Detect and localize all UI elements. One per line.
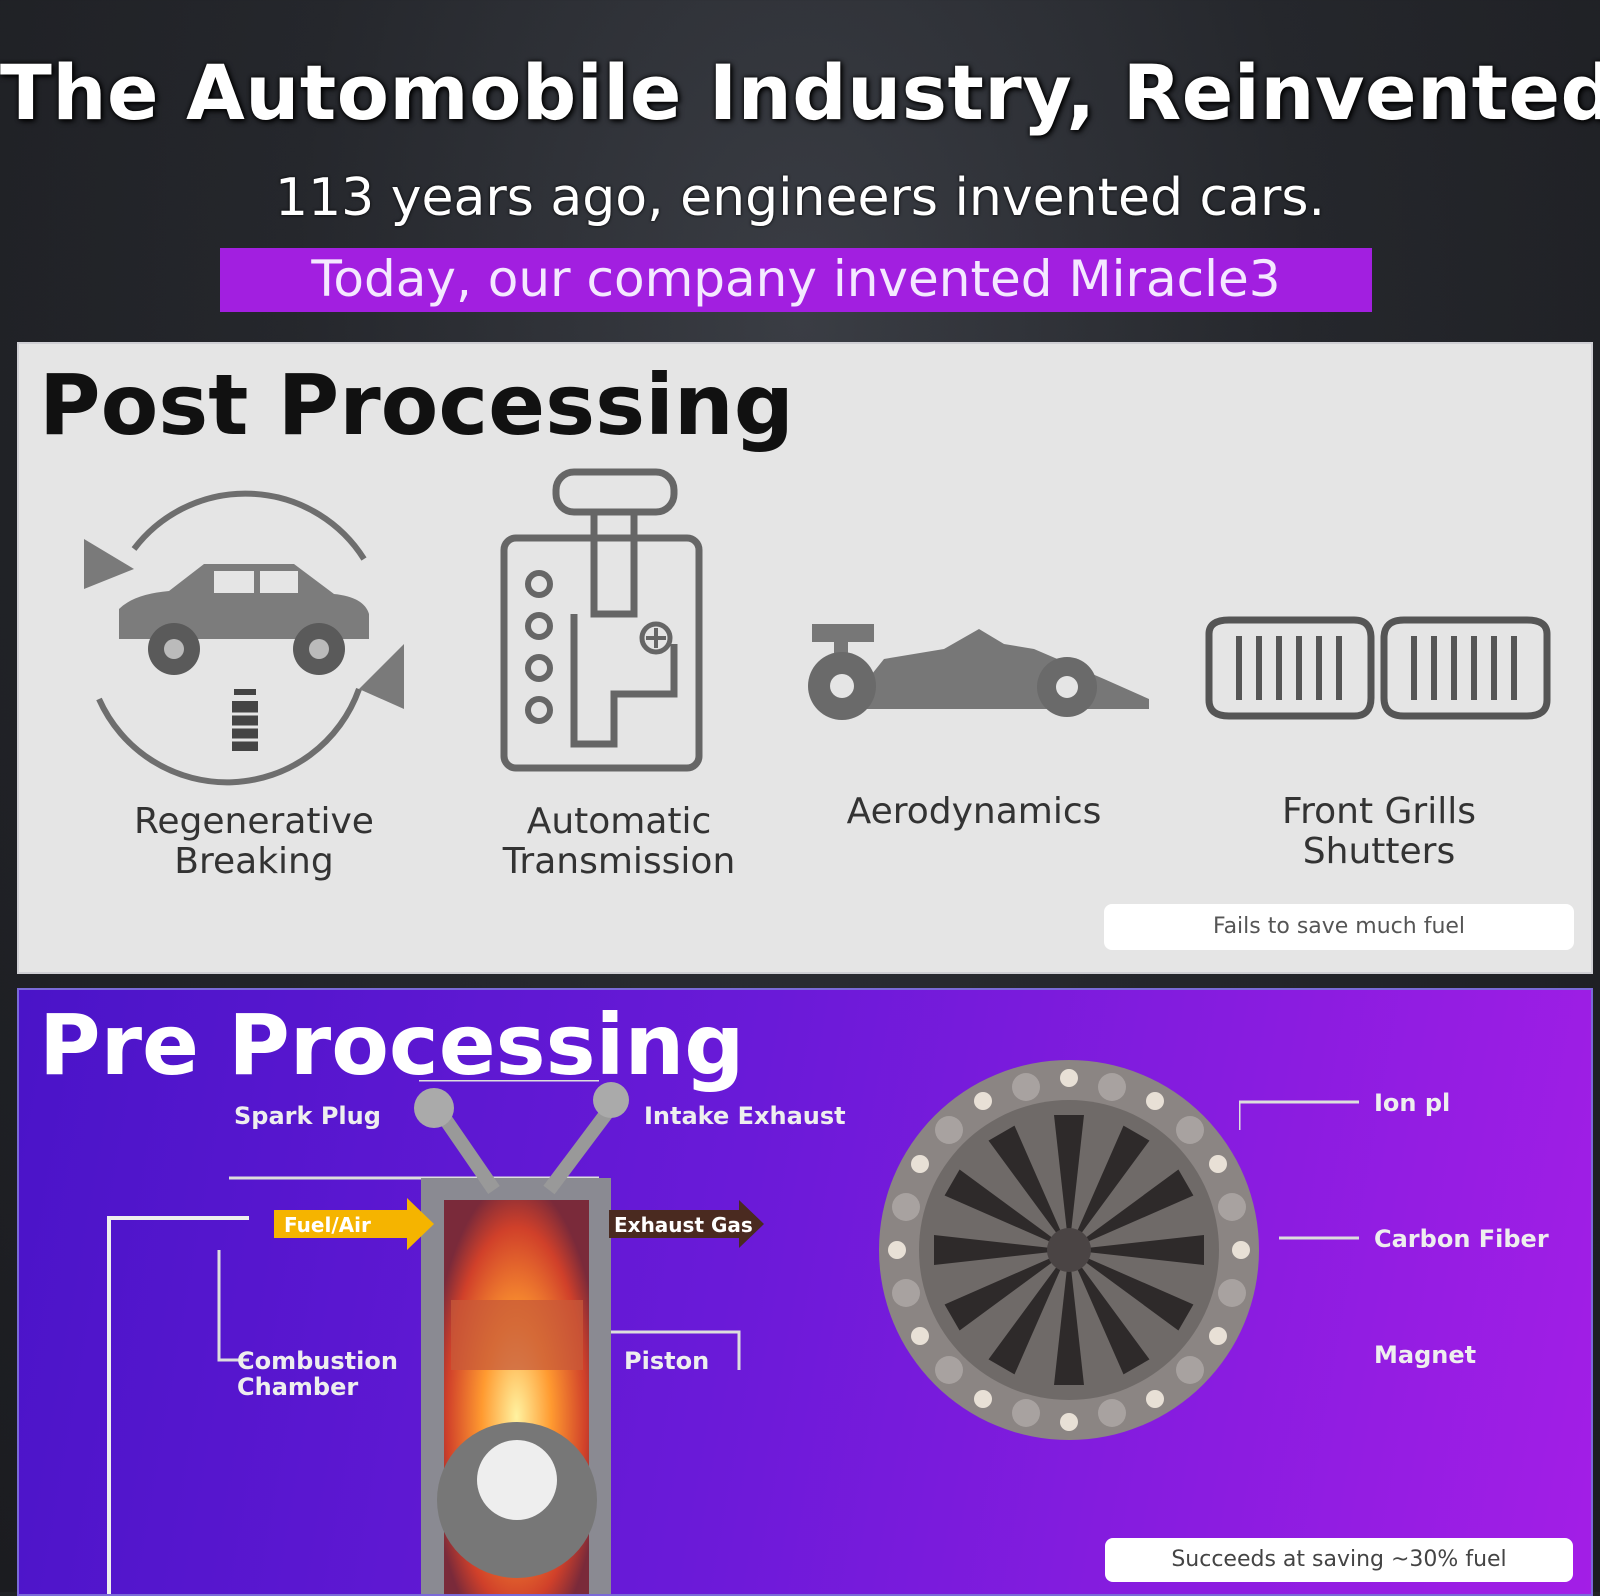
highlight-banner: Today, our company invented Miracle3	[220, 248, 1372, 312]
miracle3-device-illustration	[879, 1060, 1259, 1440]
label-fuel-air: Fuel/Air	[284, 1213, 371, 1237]
pre-processing-title: Pre Processing	[39, 996, 745, 1094]
label-front-grills-shutters: Front Grills Shutters	[1282, 791, 1476, 872]
gear-shifter-icon	[500, 468, 703, 772]
engine-cylinder-illustration	[107, 1080, 764, 1594]
page-title: The Automobile Industry, Reinvented	[0, 48, 1600, 137]
pre-processing-note: Succeeds at saving ~30% fuel	[1105, 1538, 1573, 1582]
label-piston: Piston	[624, 1347, 710, 1375]
label-magnet: Magnet	[1374, 1341, 1477, 1369]
label-exhaust-gas: Exhaust Gas	[614, 1213, 753, 1237]
label-intake-exhaust: Intake Exhaust	[644, 1102, 846, 1130]
page-subtitle: 113 years ago, engineers invented cars.	[274, 168, 1325, 228]
label-regenerative-braking: Regenerative Breaking	[134, 801, 374, 882]
label-spark-plug: Spark Plug	[234, 1102, 381, 1130]
regenerative-braking-icon	[84, 490, 404, 786]
front-grille-icon	[1205, 616, 1551, 720]
post-processing-title: Post Processing	[39, 356, 794, 454]
label-automatic-transmission: Automatic Transmission	[502, 801, 736, 882]
post-processing-note: Fails to save much fuel	[1104, 904, 1574, 950]
label-ion-plate: Ion pl	[1374, 1089, 1451, 1117]
race-car-icon	[808, 624, 1149, 720]
label-aerodynamics: Aerodynamics	[846, 791, 1102, 832]
post-processing-panel: Post Processing Regenerative Breaking	[17, 342, 1593, 974]
label-combustion-chamber: Combustion Chamber	[237, 1347, 398, 1401]
label-carbon-fiber: Carbon Fiber	[1374, 1225, 1549, 1253]
device-callout-lines	[1239, 1100, 1359, 1240]
pre-processing-panel: Pre Processing Spa	[17, 988, 1593, 1596]
